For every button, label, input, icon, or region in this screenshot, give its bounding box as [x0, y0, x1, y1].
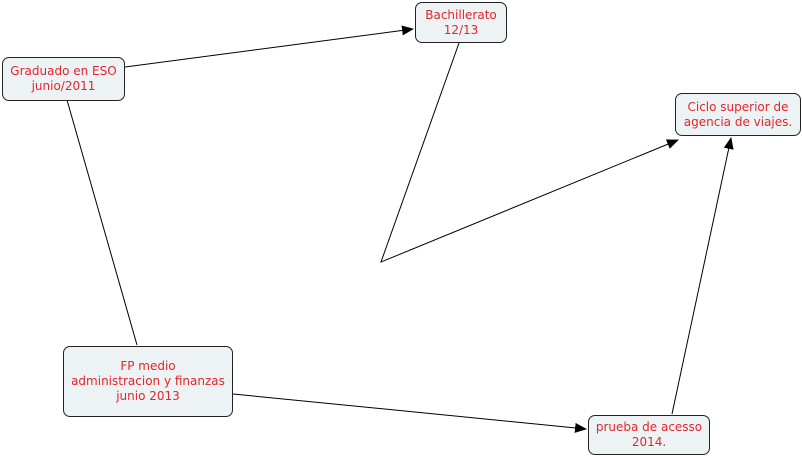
node-text: 12/13: [443, 22, 479, 37]
node-text: administracion y finanzas: [71, 374, 225, 388]
node-text: FP medio: [120, 359, 176, 373]
node-text: prueba de acesso: [595, 420, 703, 434]
link-prueba-ciclo: [671, 137, 734, 415]
node-text: junio/2011: [31, 79, 96, 93]
node-text: agencia de viajes.: [683, 114, 793, 129]
node-text: Bachillerato: [425, 7, 497, 22]
node-text: Graduado en ESO: [10, 64, 117, 78]
node-text: junio 2013: [116, 389, 180, 403]
link-graduado-bachillerato: [124, 25, 414, 68]
node-text: Ciclo superior de: [687, 99, 789, 114]
link-fp-prueba: [232, 393, 587, 433]
node-text: 2014.: [631, 435, 667, 449]
link-graduado-fp: [66, 99, 138, 346]
link-bachillerato-ciclo: [380, 42, 679, 263]
